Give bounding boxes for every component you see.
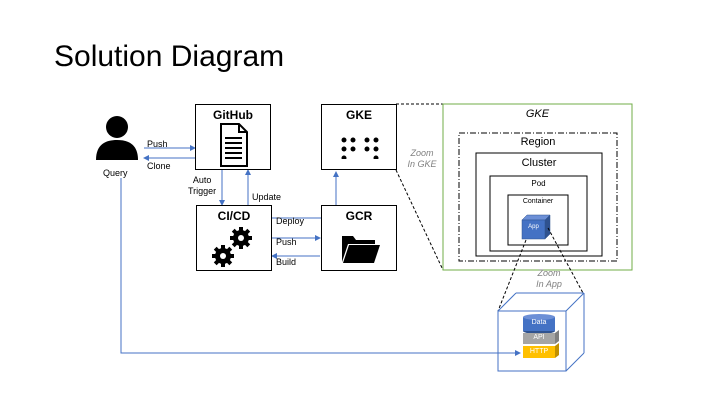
region-frame xyxy=(458,132,618,262)
update-label: Update xyxy=(252,192,282,202)
deploy-label: Deploy xyxy=(276,216,305,226)
gke-label: GKE xyxy=(345,108,372,122)
gke-detail-title: GKE xyxy=(525,108,550,120)
container-label: Container xyxy=(522,198,554,205)
data-layer-label: Data xyxy=(531,319,547,326)
push-gcr-label: Push xyxy=(276,237,297,247)
user-icon xyxy=(96,116,138,160)
zoom-gke-line-bottom xyxy=(395,169,444,271)
query-arrow xyxy=(120,178,521,356)
zoom-app-line-left xyxy=(497,239,527,312)
user-node xyxy=(92,114,142,174)
page-title: Solution Diagram xyxy=(54,40,285,73)
github-node: GitHub xyxy=(195,104,271,170)
dots-icon xyxy=(341,137,379,159)
http-layer-label: HTTP xyxy=(529,348,549,355)
api-layer-label: API xyxy=(533,334,545,341)
gcr-label: GCR xyxy=(345,209,373,223)
pod-label: Pod xyxy=(531,179,546,188)
app-stack-cube xyxy=(497,292,585,372)
cluster-label: Cluster xyxy=(521,157,557,169)
gears-icon xyxy=(212,227,252,267)
folder-icon xyxy=(342,236,380,263)
region-label: Region xyxy=(520,136,556,148)
push-label: Push xyxy=(147,139,168,149)
gke-node: GKE xyxy=(321,104,397,170)
app-label: App xyxy=(528,224,539,230)
zoom-app-line-right xyxy=(547,227,584,294)
document-icon xyxy=(220,123,248,167)
zoom-app-label: Zoom In App xyxy=(536,268,562,289)
cicd-node: CI/CD xyxy=(196,205,272,271)
http-layer xyxy=(523,343,559,358)
api-layer xyxy=(523,330,559,344)
clone-label: Clone xyxy=(147,161,171,171)
auto-trigger-label: Auto Trigger xyxy=(188,175,217,196)
app-cube xyxy=(521,214,551,240)
user-label: Query xyxy=(103,168,128,178)
cicd-label: CI/CD xyxy=(217,209,251,223)
data-layer xyxy=(523,314,555,334)
github-label: GitHub xyxy=(213,108,253,122)
zoom-gke-label: Zoom In GKE xyxy=(407,148,437,169)
build-label: Build xyxy=(276,257,297,267)
gcr-node: GCR xyxy=(321,205,397,271)
